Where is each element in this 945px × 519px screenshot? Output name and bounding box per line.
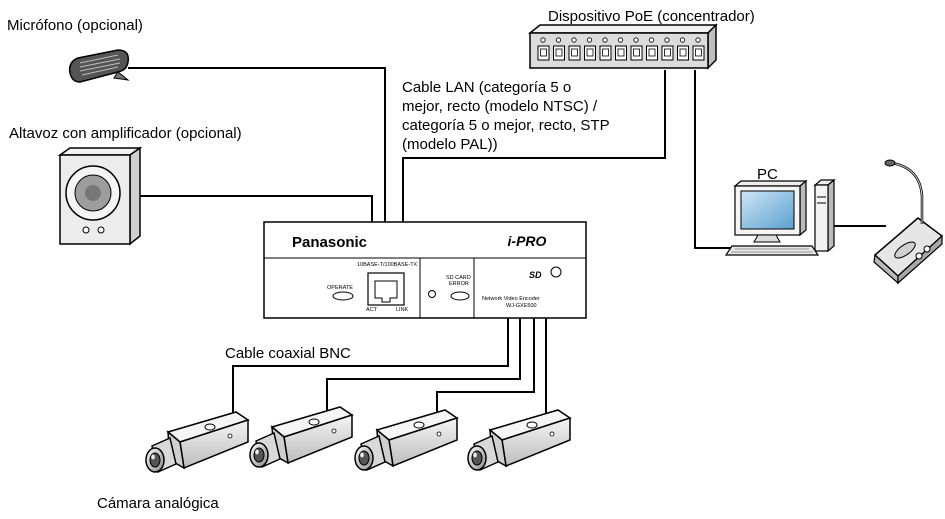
hub-port-icon	[584, 45, 596, 61]
speaker-label: Altavoz con amplificador (opcional)	[9, 125, 242, 142]
analog-camera-icon	[145, 411, 250, 474]
encoder-product-1: Network Video Encoder	[482, 296, 540, 302]
microphone-icon	[68, 49, 130, 83]
pc-lan-cable	[694, 70, 735, 249]
microphone-cable	[128, 67, 386, 222]
pc-icon	[724, 178, 836, 256]
hub-port-icon	[553, 45, 565, 61]
hub-led-icon	[540, 37, 546, 43]
hub-port-icon	[677, 45, 689, 61]
encoder-brand: Panasonic	[292, 234, 367, 251]
hub-led-icon	[695, 37, 701, 43]
bnc-cable-2	[326, 318, 521, 415]
encoder-sd-logo: SD	[529, 270, 542, 280]
hub-port-icon	[599, 45, 612, 61]
hub-led-icon	[555, 37, 562, 43]
hub-led-icon	[602, 37, 608, 43]
hub-port-icon	[630, 45, 643, 61]
hub-port-icon	[537, 45, 550, 61]
gear-icon	[550, 266, 562, 278]
hub-led-icon	[617, 37, 624, 43]
encoder-link: LINK	[396, 307, 409, 313]
analog-camera-label: Cámara analógica	[97, 495, 219, 512]
hub-port-icon	[568, 45, 581, 61]
encoder-device: Panasonic i-PRO 10BASE-T/100BASE-TX ACT …	[263, 221, 587, 319]
cables	[128, 67, 886, 420]
hub-led-icon	[586, 37, 593, 43]
hub-ports	[537, 37, 705, 61]
speaker-icon	[57, 146, 143, 246]
hub-led-icon	[648, 37, 655, 43]
bnc-cable-3	[436, 318, 535, 418]
reset-button-icon	[428, 290, 436, 298]
lan-cable	[402, 70, 666, 222]
hub-led-icon	[664, 37, 670, 43]
encoder-sd-error-1: SD CARD	[446, 275, 471, 281]
encoder-sd-error-2: ERROR	[449, 281, 469, 287]
coax-cable-label: Cable coaxial BNC	[225, 345, 351, 362]
analog-camera-icon	[249, 406, 354, 469]
poe-hub-icon	[527, 23, 718, 70]
hub-port-icon	[646, 45, 658, 61]
pc-label: PC	[757, 166, 778, 183]
sd-error-indicator-icon	[450, 291, 470, 301]
controller-icon	[873, 159, 944, 285]
encoder-operate: OPERATE	[327, 285, 353, 291]
hub-port-icon	[692, 45, 705, 61]
microphone-label: Micrófono (opcional)	[7, 17, 143, 34]
lan-cable-label-line: categoría 5 o mejor, recto, STP	[402, 117, 610, 134]
hub-port-icon	[661, 45, 674, 61]
lan-cable-label-line: (modelo PAL))	[402, 136, 498, 153]
hub-led-icon	[633, 37, 639, 43]
hub-led-icon	[679, 37, 686, 43]
analog-camera-icon	[354, 409, 459, 472]
encoder-act: ACT	[366, 307, 378, 313]
lan-cable-label-line: mejor, recto (modelo NTSC) /	[402, 98, 598, 115]
lan-cable-label: Cable LAN (categoría 5 o mejor, recto (m…	[402, 78, 610, 154]
encoder-port-label: 10BASE-T/100BASE-TX	[357, 262, 418, 268]
hub-port-icon	[615, 45, 627, 61]
encoder-logo: i-PRO	[508, 233, 547, 249]
operate-indicator-icon	[332, 291, 354, 301]
speaker-cable	[140, 195, 373, 222]
bnc-cable-1	[232, 318, 509, 420]
poe-device-label: Dispositivo PoE (concentrador)	[548, 8, 755, 25]
analog-cameras	[145, 406, 572, 474]
hub-led-icon	[571, 37, 577, 43]
encoder-product-2: WJ-GXE500	[506, 303, 537, 309]
analog-camera-icon	[467, 409, 572, 472]
lan-cable-label-line: Cable LAN (categoría 5 o	[402, 79, 572, 96]
